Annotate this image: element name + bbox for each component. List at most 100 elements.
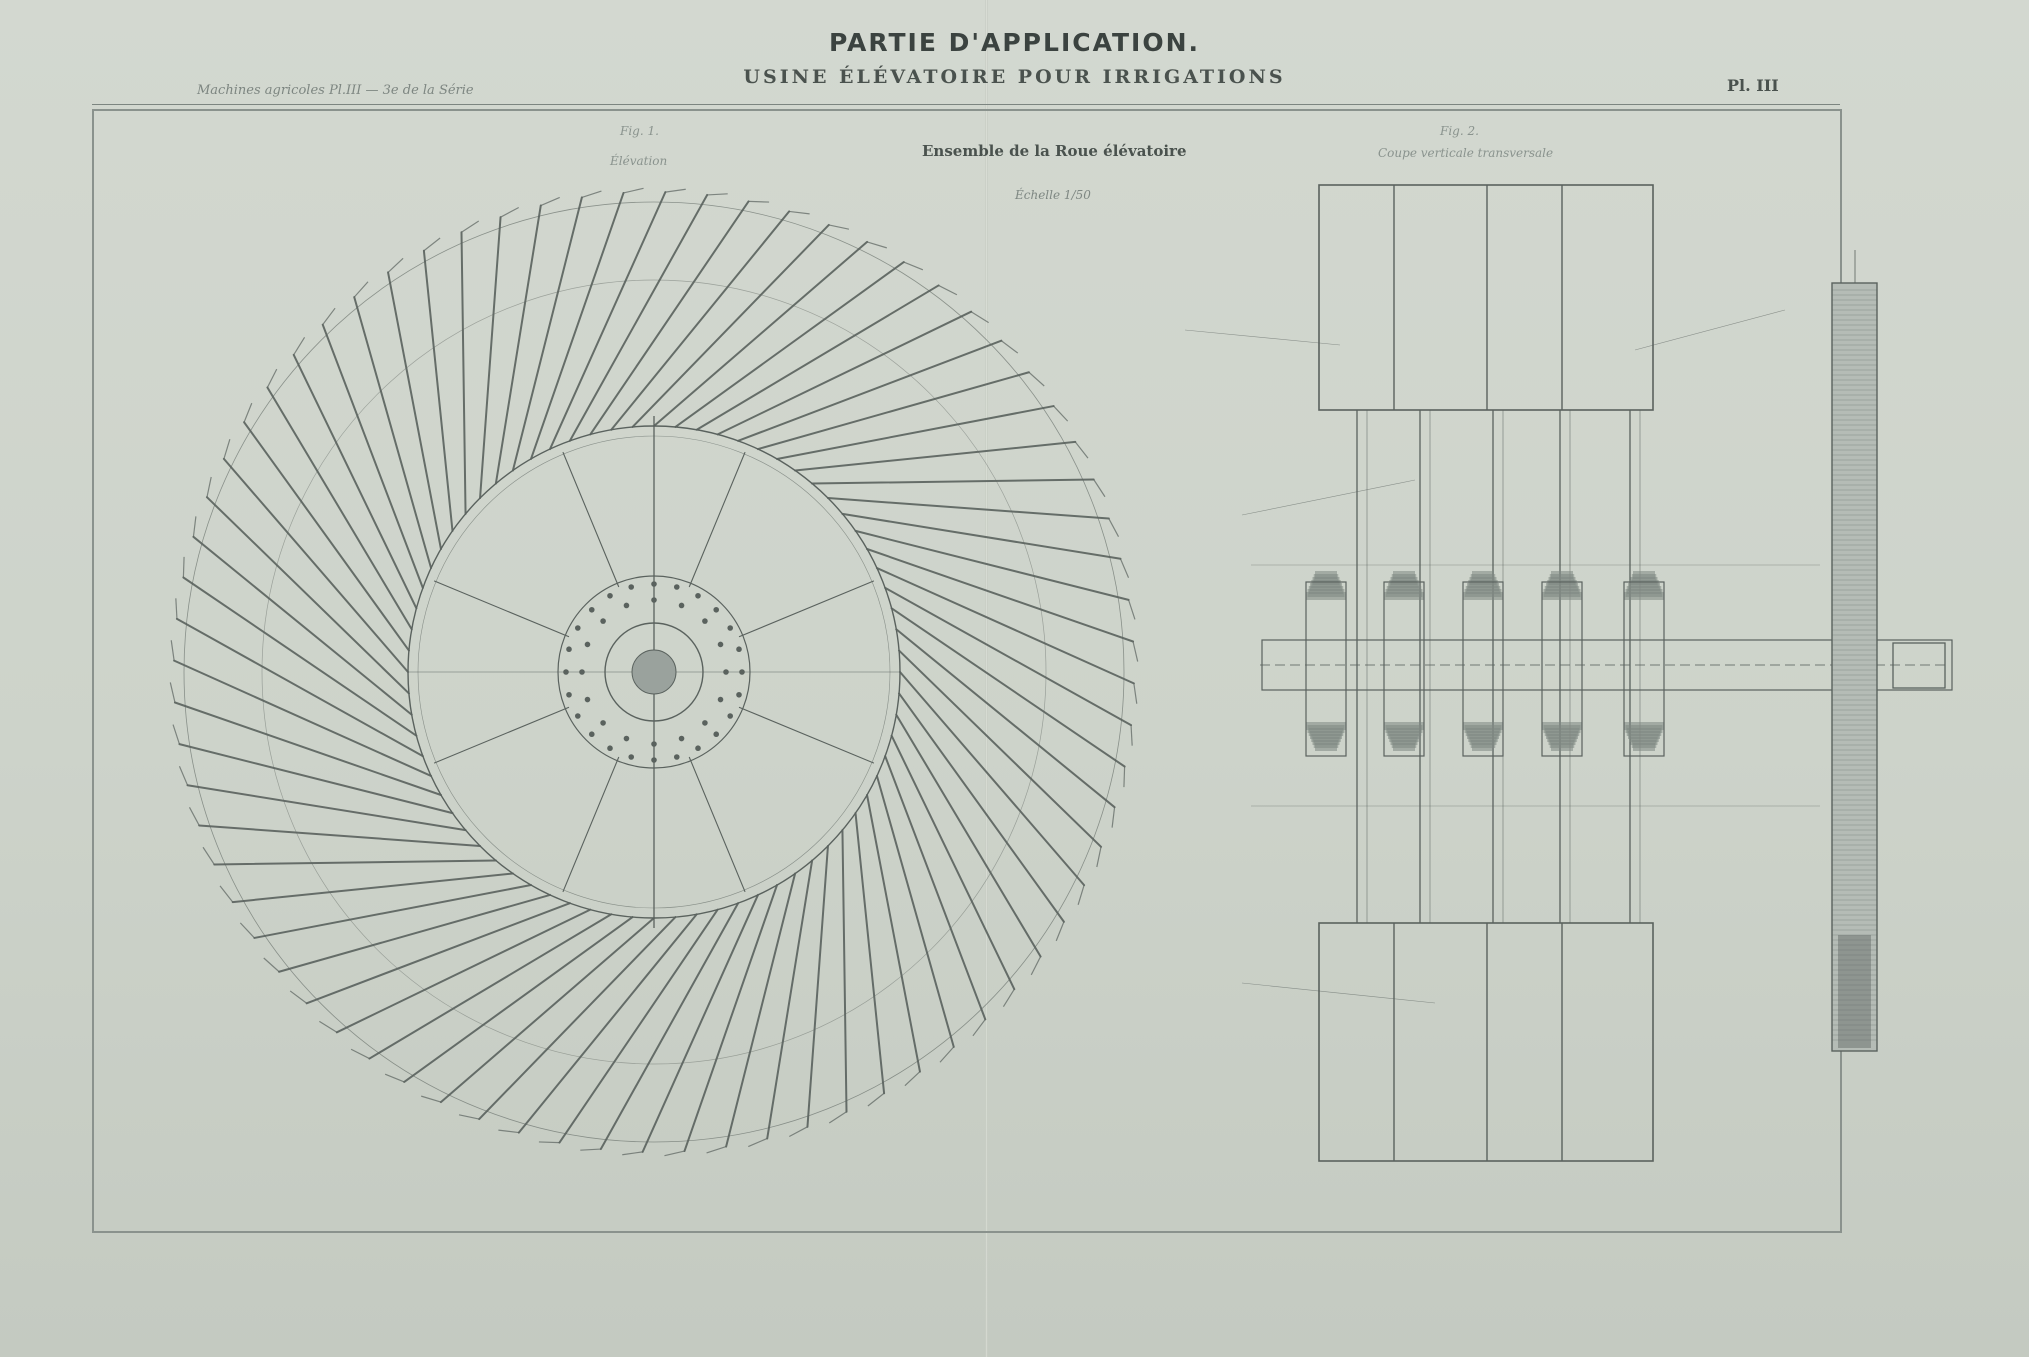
- blade-tip: [866, 241, 887, 249]
- blade-tip: [500, 206, 519, 218]
- wheel-blade: [589, 200, 750, 436]
- wheel-blade: [725, 872, 797, 1148]
- fig2-subcaption: Coupe verticale transversale: [1378, 146, 1554, 160]
- wheel-blade: [478, 916, 677, 1121]
- boss-step: [1463, 722, 1503, 730]
- wheel-blade: [321, 323, 424, 589]
- wheel-blade: [875, 774, 955, 1048]
- boss-step: [1542, 722, 1582, 730]
- hub-bolt: [695, 745, 701, 752]
- hub-bolt: [651, 581, 657, 587]
- blade-tip: [939, 1046, 955, 1063]
- leader-line: [1241, 479, 1416, 516]
- wheel-blade: [387, 271, 442, 550]
- hub-bolt: [628, 754, 635, 760]
- wheel-blade: [186, 784, 467, 832]
- hub-boss: [1305, 571, 1347, 757]
- hub-bolt: [600, 618, 606, 624]
- blade-tip: [1096, 846, 1102, 868]
- blade-tip: [350, 1048, 370, 1060]
- hub-ring: [604, 622, 704, 722]
- blade-tip: [1108, 518, 1120, 537]
- hub-bolt: [566, 691, 572, 698]
- hub-bolt: [607, 592, 613, 599]
- wheel-blade: [182, 576, 418, 737]
- hub-bolt: [574, 713, 581, 719]
- wheel-blade: [305, 902, 571, 1005]
- wheel-blade: [841, 829, 848, 1113]
- hub-bolt: [713, 731, 720, 738]
- blade-tip: [289, 990, 308, 1004]
- hub-bolt: [736, 646, 742, 653]
- rim-side: [1831, 282, 1878, 1052]
- plate-number: Pl. III: [1727, 76, 1779, 95]
- wheel-blade: [854, 812, 886, 1095]
- wheel-blade: [353, 296, 433, 570]
- hub-bolt: [723, 669, 729, 675]
- shaft-end-collar: [1892, 642, 1946, 689]
- wheel-blade: [610, 210, 791, 431]
- hub-bolt: [727, 713, 734, 719]
- lower-bucket-assembly: [1318, 922, 1654, 1162]
- boss-outline: [1541, 581, 1583, 757]
- blade-tip: [263, 957, 280, 973]
- wheel-blade: [173, 701, 442, 796]
- blade-tip: [243, 402, 253, 423]
- wheel-spoke: [738, 706, 875, 764]
- wheel-blade: [683, 884, 778, 1153]
- blade-tip: [748, 1137, 768, 1148]
- wheel-blade: [266, 386, 413, 631]
- wheel-blade: [898, 649, 1103, 848]
- blade-tip: [1132, 641, 1139, 662]
- blade-tip: [707, 193, 728, 196]
- wheel-blade: [826, 497, 1110, 520]
- middle-rim: [261, 279, 1047, 1065]
- wheel-blade: [460, 231, 467, 515]
- boss-step: [1306, 722, 1346, 730]
- fig2-caption: Fig. 2.: [1440, 124, 1479, 138]
- boss-outline: [1462, 581, 1504, 757]
- hub-bolt: [717, 641, 724, 648]
- blade-tip: [182, 556, 185, 578]
- wheel-blade: [895, 713, 1042, 958]
- hub-bolt: [651, 597, 657, 603]
- boss-step: [1624, 722, 1664, 730]
- blade-tip: [1133, 683, 1138, 704]
- boss-outline: [1305, 581, 1347, 757]
- wheel-blade: [674, 261, 905, 428]
- boss-outline: [1623, 581, 1665, 757]
- blade-tip: [1053, 405, 1069, 422]
- wheel-spoke: [433, 706, 570, 764]
- hub-bolt: [574, 625, 581, 631]
- wheel-blade: [890, 734, 1016, 991]
- hub-flange: [557, 575, 751, 769]
- blade-tip: [421, 1095, 442, 1103]
- boss-step: [1384, 592, 1424, 600]
- wheel-blade: [494, 204, 542, 485]
- header-rule: [92, 104, 1840, 105]
- wheel-blade: [737, 339, 1003, 442]
- blade-tip: [458, 1114, 480, 1120]
- series-reference: Machines agricoles Pl.III — 3e de la Sér…: [197, 83, 474, 98]
- hub-bolt: [579, 669, 585, 675]
- hub-bolt: [651, 757, 657, 763]
- scale-note: Échelle 1/50: [1015, 188, 1091, 202]
- blade-tip: [293, 337, 306, 356]
- blade-tip: [1093, 479, 1106, 498]
- hub-bolt: [717, 696, 724, 703]
- boss-step: [1624, 592, 1664, 600]
- wheel-blade: [568, 193, 709, 442]
- hub-bolt: [736, 691, 742, 698]
- hub-bolt: [739, 669, 745, 675]
- hub-bolt: [673, 754, 680, 760]
- wheel-blade: [198, 824, 482, 847]
- wheel-blade: [517, 913, 698, 1134]
- wheel-blade: [243, 421, 410, 652]
- blade-tip: [178, 766, 189, 786]
- blade-tip: [1030, 956, 1042, 976]
- hub-bolt: [600, 720, 606, 726]
- blade-tip: [1127, 599, 1136, 620]
- hub-boss: [1541, 571, 1583, 757]
- blade-tip: [1130, 725, 1133, 746]
